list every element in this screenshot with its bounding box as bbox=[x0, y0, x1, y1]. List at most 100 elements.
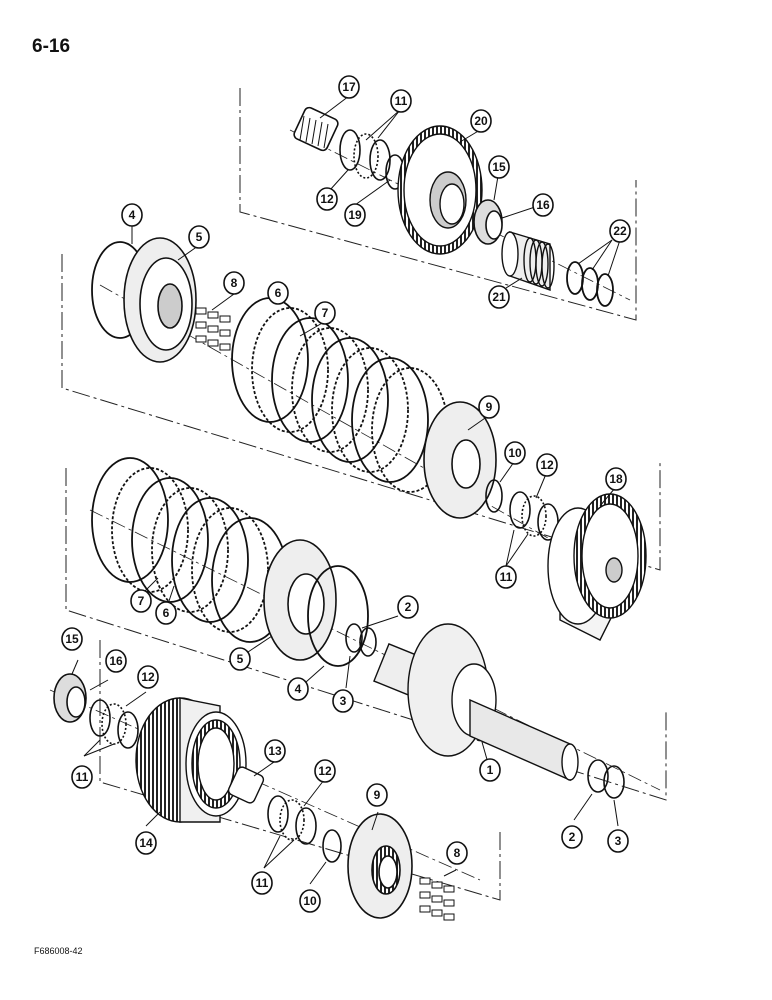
needle-bearing-17 bbox=[293, 106, 339, 152]
callout-9: 9 bbox=[366, 783, 388, 807]
svg-text:8: 8 bbox=[454, 846, 461, 860]
svg-text:18: 18 bbox=[609, 472, 623, 486]
callout-12: 12 bbox=[316, 187, 338, 211]
callout-6: 6 bbox=[155, 601, 177, 625]
clutch-pack-6-7-lower bbox=[91, 457, 289, 643]
callout-18: 18 bbox=[605, 467, 627, 491]
svg-text:1: 1 bbox=[487, 763, 494, 777]
callout-5: 5 bbox=[229, 647, 251, 671]
callout-8: 8 bbox=[446, 841, 468, 865]
callout-7: 7 bbox=[130, 589, 152, 613]
callout-10: 10 bbox=[504, 441, 526, 465]
svg-text:7: 7 bbox=[322, 306, 329, 320]
callout-19: 19 bbox=[344, 203, 366, 227]
callout-11: 11 bbox=[71, 765, 93, 789]
svg-text:20: 20 bbox=[474, 114, 488, 128]
svg-text:12: 12 bbox=[320, 192, 334, 206]
figure-code: F686008-42 bbox=[34, 946, 83, 956]
rings-2-3-upper bbox=[345, 623, 377, 657]
callout-12: 12 bbox=[314, 759, 336, 783]
callout-11: 11 bbox=[390, 89, 412, 113]
callout-16: 16 bbox=[532, 193, 554, 217]
callout-15: 15 bbox=[488, 155, 510, 179]
snap-ring-4-lower bbox=[307, 565, 369, 667]
piston-5-upper bbox=[123, 237, 197, 363]
callout-3: 3 bbox=[607, 829, 629, 853]
assembly-boundary-lines bbox=[61, 88, 667, 901]
svg-text:15: 15 bbox=[492, 160, 506, 174]
leader-lines bbox=[71, 95, 621, 885]
callouts: 17 11 20 12 19 15 16 22 21 4 5 8 6 7 9 1… bbox=[61, 75, 631, 913]
svg-text:2: 2 bbox=[405, 600, 412, 614]
callout-9: 9 bbox=[478, 395, 500, 419]
callout-7: 7 bbox=[314, 301, 336, 325]
svg-text:17: 17 bbox=[342, 80, 356, 94]
svg-text:4: 4 bbox=[129, 208, 136, 222]
snap-ring-10-lower bbox=[322, 829, 342, 863]
callout-21: 21 bbox=[488, 285, 510, 309]
gear-20 bbox=[397, 125, 483, 255]
svg-text:8: 8 bbox=[231, 276, 238, 290]
callout-17: 17 bbox=[338, 75, 360, 99]
callout-16: 16 bbox=[105, 649, 127, 673]
svg-text:16: 16 bbox=[536, 198, 550, 212]
svg-text:2: 2 bbox=[569, 830, 576, 844]
callout-22: 22 bbox=[609, 219, 631, 243]
svg-text:12: 12 bbox=[318, 764, 332, 778]
plate-9-upper bbox=[423, 401, 497, 519]
shaft-1 bbox=[373, 623, 579, 782]
callout-10: 10 bbox=[299, 889, 321, 913]
rings-2-3-lower bbox=[587, 759, 625, 799]
callout-11: 11 bbox=[251, 871, 273, 895]
svg-text:21: 21 bbox=[492, 290, 506, 304]
svg-text:5: 5 bbox=[196, 230, 203, 244]
svg-text:19: 19 bbox=[348, 208, 362, 222]
svg-text:6: 6 bbox=[275, 286, 282, 300]
thrust-bearing-11-top bbox=[339, 129, 391, 181]
sleeve-21 bbox=[501, 231, 555, 291]
callout-11: 11 bbox=[495, 565, 517, 589]
callout-2: 2 bbox=[397, 595, 419, 619]
svg-text:15: 15 bbox=[65, 632, 79, 646]
svg-text:11: 11 bbox=[395, 94, 408, 108]
svg-text:9: 9 bbox=[374, 788, 381, 802]
callout-2: 2 bbox=[561, 825, 583, 849]
callout-12: 12 bbox=[137, 665, 159, 689]
gear-18 bbox=[547, 493, 647, 641]
svg-text:22: 22 bbox=[613, 224, 627, 238]
svg-text:16: 16 bbox=[109, 654, 123, 668]
callout-3: 3 bbox=[332, 689, 354, 713]
drum-gear-14 bbox=[135, 697, 247, 823]
svg-text:3: 3 bbox=[615, 834, 622, 848]
springs-8-upper bbox=[195, 307, 231, 351]
svg-text:7: 7 bbox=[138, 594, 145, 608]
callout-6: 6 bbox=[267, 281, 289, 305]
svg-text:9: 9 bbox=[486, 400, 493, 414]
snap-ring-10-upper bbox=[485, 479, 503, 513]
race-15-16-top bbox=[473, 199, 503, 245]
page-number: 6-16 bbox=[32, 36, 71, 57]
callout-1: 1 bbox=[479, 758, 501, 782]
thrust-bearing-11-12-lower-left bbox=[89, 699, 139, 749]
svg-text:12: 12 bbox=[141, 670, 155, 684]
svg-text:12: 12 bbox=[540, 458, 554, 472]
svg-text:3: 3 bbox=[340, 694, 347, 708]
svg-text:11: 11 bbox=[500, 570, 513, 584]
race-15-16-lower bbox=[53, 673, 87, 723]
svg-text:4: 4 bbox=[295, 682, 302, 696]
piston-5-lower bbox=[263, 539, 337, 661]
plate-9-lower bbox=[347, 813, 413, 919]
svg-text:14: 14 bbox=[139, 836, 153, 850]
svg-text:11: 11 bbox=[256, 876, 269, 890]
callout-12: 12 bbox=[536, 453, 558, 477]
seal-rings-22 bbox=[566, 261, 614, 307]
thrust-bearing-11-12-lower-right bbox=[267, 795, 317, 845]
svg-text:10: 10 bbox=[303, 894, 317, 908]
callout-4: 4 bbox=[287, 677, 309, 701]
thrust-bearing-11-12-upper bbox=[509, 491, 559, 541]
callout-8: 8 bbox=[223, 271, 245, 295]
svg-text:6: 6 bbox=[163, 606, 170, 620]
callout-5: 5 bbox=[188, 225, 210, 249]
callout-13: 13 bbox=[264, 739, 286, 763]
